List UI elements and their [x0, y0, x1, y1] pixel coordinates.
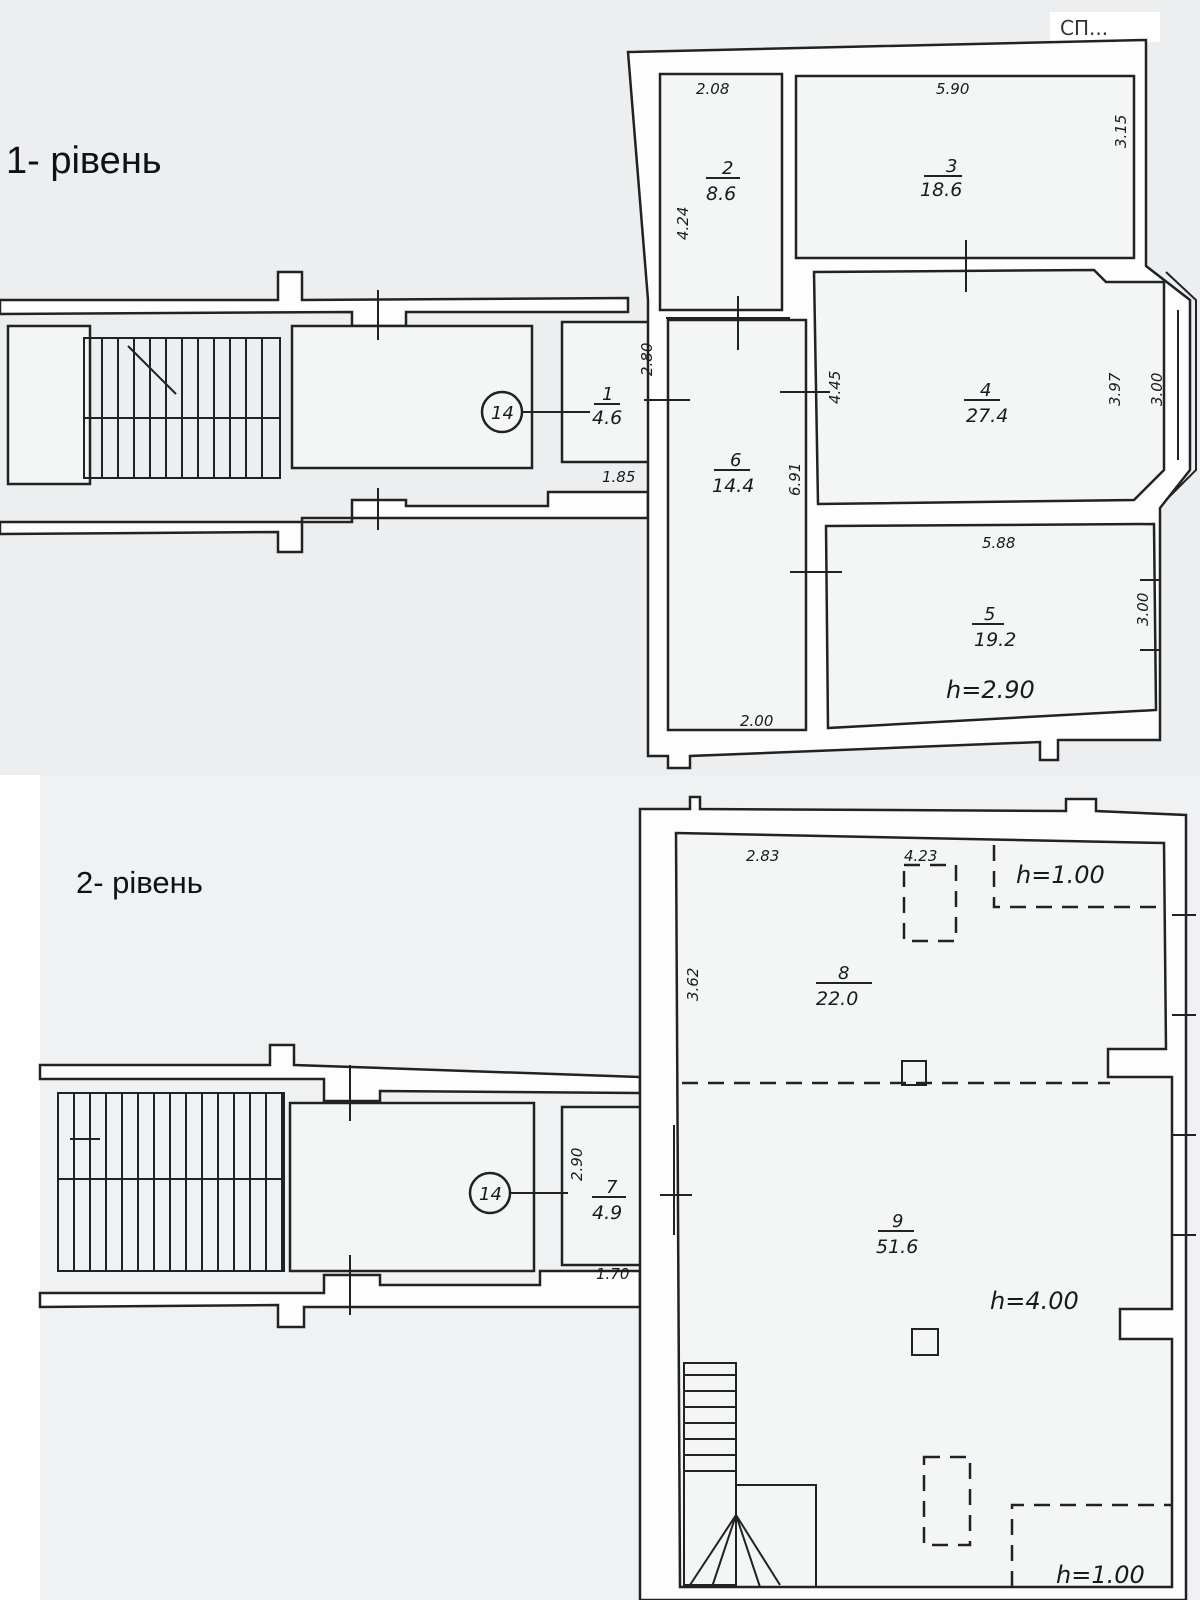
level-2-plan: 2- рівень	[0, 775, 1200, 1600]
room-5-number: 5	[984, 604, 995, 625]
room-labels-level-2: 7 4.9 8 22.0 9 51.6 h=1.00 h=4.00 h=1.00	[592, 861, 1145, 1589]
watermark-logo: СП...	[1050, 12, 1160, 42]
right-windows	[1172, 914, 1196, 1236]
dim-5-88: 5.88	[982, 534, 1015, 552]
stair-marker-level-1: 14	[480, 390, 590, 434]
corridor-wall-bottom-2	[38, 1269, 642, 1329]
room-9-area: 51.6	[876, 1236, 918, 1258]
dim-3-00-window: 3.00	[1148, 373, 1166, 406]
room-1	[560, 320, 660, 464]
room-8-number: 8	[838, 963, 849, 984]
staircase-level-1	[83, 337, 281, 479]
stair-landing-left	[6, 324, 92, 486]
room-7-area: 4.9	[592, 1202, 622, 1224]
column-bottom	[911, 1328, 939, 1356]
scan-margin	[0, 775, 40, 1600]
room-6	[666, 318, 808, 732]
room-3-area: 18.6	[920, 179, 962, 201]
staircase-level-2	[57, 1092, 285, 1272]
room-5-area: 19.2	[974, 629, 1016, 651]
level-1-plan: 1- рівень СП...	[0, 0, 1200, 775]
stair-marker-level-2: 14	[468, 1171, 568, 1215]
height-note-mezzanine-bottom: h=1.00	[1056, 1561, 1145, 1589]
level-1-floorplan: 14 1 4.6 2 8.6 3 18.6 4 27.4 5 19.2 6 14…	[0, 38, 1197, 770]
room-2	[658, 72, 784, 312]
room-5	[824, 522, 1158, 730]
room-4	[812, 268, 1166, 506]
room-1-number: 1	[602, 384, 613, 405]
stair-hall-2	[288, 1101, 536, 1273]
room-3	[794, 74, 1136, 260]
level-2-label: 2- рівень	[76, 865, 203, 900]
stair-hall	[290, 324, 534, 470]
internal-staircase	[683, 1362, 817, 1588]
room-4-number: 4	[980, 380, 991, 401]
dim-1-85: 1.85	[602, 468, 635, 486]
room-8-area: 22.0	[816, 988, 858, 1010]
room-labels-level-1: 1 4.6 2 8.6 3 18.6 4 27.4 5 19.2 6 14.4 …	[592, 156, 1035, 704]
mezzanine-outline-bottom	[1010, 1503, 1172, 1587]
room-3-number: 3	[946, 156, 957, 177]
stair-marker-number-2: 14	[479, 1184, 502, 1205]
dim-2-80: 2.80	[638, 343, 656, 376]
skylight-outline-top	[902, 863, 958, 943]
dim-2-90: 2.90	[568, 1148, 586, 1181]
stair-marker-number: 14	[491, 403, 514, 424]
room-6-number: 6	[730, 450, 741, 471]
room-1-area: 4.6	[592, 407, 622, 429]
height-note-mezzanine-top: h=1.00	[1016, 861, 1105, 889]
room-4-area: 27.4	[966, 405, 1008, 427]
dimensions-level-1: 2.08 5.90 3.15 4.24 2.80 1.85 4.45 3.97 …	[602, 80, 1166, 730]
dimensions-level-2: 2.83 4.23 3.62 2.90 1.70	[568, 847, 937, 1283]
bay-window	[1140, 271, 1197, 651]
dim-2-08: 2.08	[696, 80, 729, 98]
dim-3-97: 3.97	[1106, 372, 1124, 406]
dim-5-90: 5.90	[936, 80, 969, 98]
dim-2-83: 2.83	[746, 847, 779, 865]
level-1-height-note: h=2.90	[946, 676, 1035, 704]
height-note-hall: h=4.00	[990, 1287, 1079, 1315]
door-marks	[377, 240, 967, 573]
corridor-wall-bottom	[0, 490, 650, 554]
dim-3-15: 3.15	[1112, 115, 1130, 148]
room-2-area: 8.6	[706, 183, 736, 205]
mezzanine-outline-top	[992, 845, 1164, 909]
level-1-label: 1- рівень	[6, 140, 162, 182]
dim-4-45: 4.45	[826, 371, 844, 404]
hall-details	[682, 845, 1196, 1588]
room-6-area: 14.4	[712, 475, 754, 497]
room-7-number: 7	[606, 1177, 618, 1198]
dim-3-00: 3.00	[1134, 593, 1152, 626]
room-9-number: 9	[892, 1211, 903, 1232]
level-2-floorplan: 14 7 4.9 8 22.0 9 51.6 h=1.00 h=4.00 h=1…	[38, 795, 1196, 1600]
watermark-text: СП...	[1060, 16, 1109, 40]
door-marks-2	[349, 1065, 692, 1315]
column-top	[901, 1060, 927, 1086]
skylight-outline-bottom	[922, 1455, 972, 1547]
dim-3-62: 3.62	[684, 968, 702, 1001]
room-2-number: 2	[722, 158, 733, 179]
dim-6-91: 6.91	[786, 463, 804, 496]
corridor-wall-top	[0, 270, 630, 328]
dim-2-00: 2.00	[740, 712, 773, 730]
room-8-9-hall	[674, 831, 1174, 1589]
dim-4-23: 4.23	[904, 847, 937, 865]
dim-1-70: 1.70	[596, 1265, 629, 1283]
dim-4-24: 4.24	[674, 207, 692, 240]
